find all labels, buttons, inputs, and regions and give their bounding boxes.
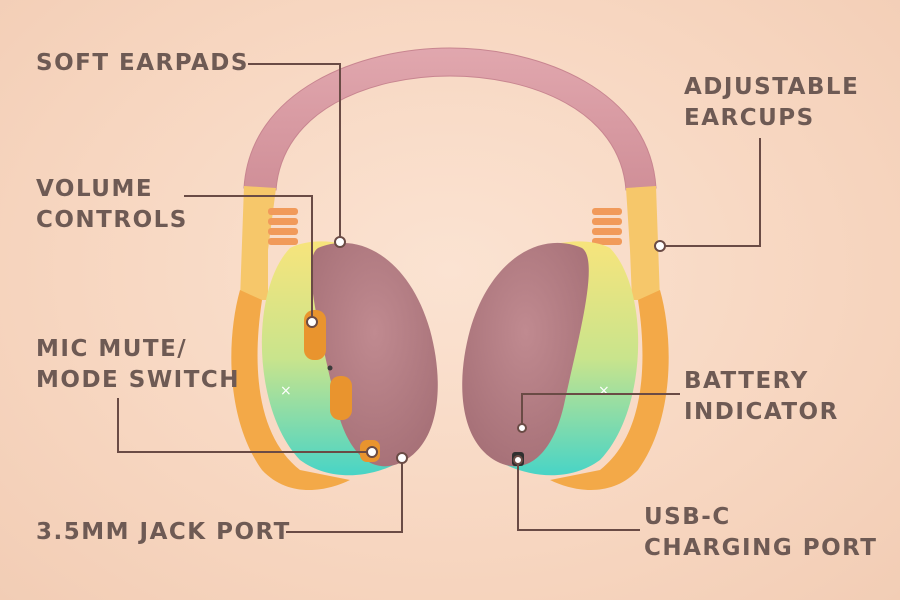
- leader-endpoints: [306, 236, 666, 465]
- left-x-mark: ×: [280, 383, 292, 399]
- left-hinge: [268, 208, 298, 245]
- label-volume-line2: CONTROLS: [36, 207, 188, 233]
- leader-battery-indicator: [521, 393, 680, 428]
- label-mic-line1: MIC MUTE/: [36, 336, 188, 362]
- left-yoke: [231, 290, 350, 490]
- leader-volume-controls: [184, 195, 313, 322]
- label-usb-c: USB-C CHARGING PORT: [644, 502, 878, 564]
- right-slider-arm: [626, 186, 660, 300]
- leader-jack-port: [286, 458, 403, 533]
- endpoint-usb-c: [513, 455, 523, 465]
- endpoint-mic-mute: [366, 446, 378, 458]
- label-battery-line2: INDICATOR: [684, 399, 839, 425]
- leader-soft-earpads: [248, 63, 341, 240]
- endpoint-battery-indicator: [517, 423, 527, 433]
- headband: [243, 47, 657, 191]
- endpoint-jack-port: [396, 452, 408, 464]
- mic-mute-button: [330, 376, 352, 420]
- endpoint-volume-controls: [306, 316, 318, 328]
- label-battery-indicator: BATTERY INDICATOR: [684, 366, 839, 428]
- label-mic-mute: MIC MUTE/ MODE SWITCH: [36, 334, 240, 396]
- label-adjustable-line2: EARCUPS: [684, 105, 815, 131]
- right-ear-cushion: [462, 242, 589, 467]
- label-jack-port-text: 3.5MM JACK PORT: [36, 519, 291, 545]
- left-slider-arm: [240, 186, 276, 300]
- leader-adjustable-earcups: [660, 138, 761, 247]
- label-usb-line2: CHARGING PORT: [644, 535, 878, 561]
- label-volume-controls: VOLUME CONTROLS: [36, 174, 188, 236]
- label-adjustable-line1: ADJUSTABLE: [684, 74, 860, 100]
- label-mic-line2: MODE SWITCH: [36, 367, 241, 393]
- label-usb-line1: USB-C: [644, 504, 731, 530]
- right-yoke: [550, 290, 669, 490]
- endpoint-adjustable-earcups: [654, 240, 666, 252]
- leader-usb-c: [517, 460, 640, 531]
- endpoint-soft-earpads: [334, 236, 346, 248]
- label-jack-port: 3.5MM JACK PORT: [36, 517, 291, 548]
- right-x-mark: ×: [598, 383, 610, 399]
- label-soft-earpads-text: SOFT EARPADS: [36, 50, 249, 76]
- leader-lines: [117, 63, 761, 533]
- label-battery-line1: BATTERY: [684, 368, 809, 394]
- leader-mic-mute: [117, 398, 372, 453]
- label-adjustable-earcups: ADJUSTABLE EARCUPS: [684, 72, 859, 134]
- indicator-dot-left: [327, 365, 333, 371]
- label-soft-earpads: SOFT EARPADS: [36, 48, 249, 79]
- right-hinge: [592, 208, 622, 245]
- label-volume-line1: VOLUME: [36, 176, 154, 202]
